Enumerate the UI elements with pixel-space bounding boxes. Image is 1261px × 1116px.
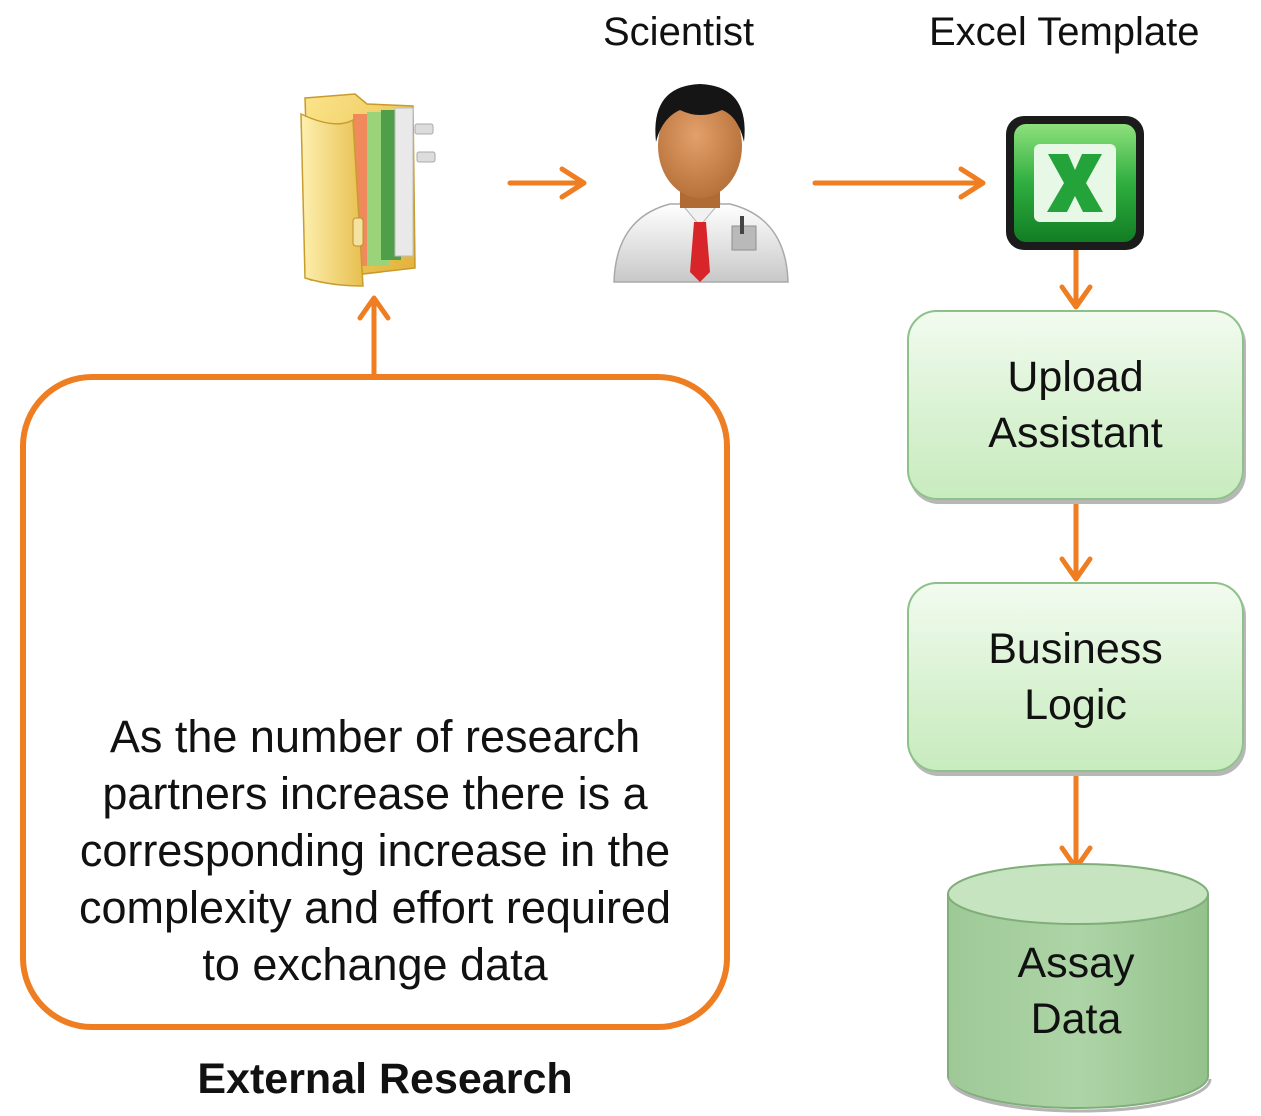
arrow-scientist-to-excel-head [958,166,986,200]
scientist-icon [613,84,789,283]
external-research-title: External Research [197,1055,573,1103]
business-logic-line: Business [988,625,1163,673]
excel-icon [1006,116,1144,250]
assay-data-label: Assay Data [946,935,1206,1047]
folder-icon [300,93,436,287]
description-line: corresponding increase in the [79,825,671,876]
description-line: to exchange data [202,939,548,990]
business-logic-box: Business Logic [907,582,1244,772]
arrow-excel-to-upload-head [1059,284,1093,310]
description-line: As the number of research [109,711,641,762]
arrow-upload-to-business-head [1059,556,1093,582]
external-research-box [20,374,730,1030]
arrow-external-to-folder-head [357,295,391,321]
scientist-label: Scientist [603,10,755,54]
arrow-folder-to-scientist-head [559,166,587,200]
description-line: complexity and effort required [79,882,671,933]
business-logic-line: Logic [1024,681,1127,729]
assay-data-cylinder [947,863,1212,1113]
excel-template-label: Excel Template [929,10,1200,54]
upload-assistant-line: Assistant [988,409,1163,457]
assay-data-line: Data [1030,995,1122,1043]
assay-data-line: Assay [1017,939,1135,987]
external-research-description: As the number of research partners incre… [30,708,720,993]
description-line: partners increase there is a [102,768,648,819]
upload-assistant-box: Upload Assistant [907,310,1244,500]
upload-assistant-line: Upload [1007,353,1144,401]
